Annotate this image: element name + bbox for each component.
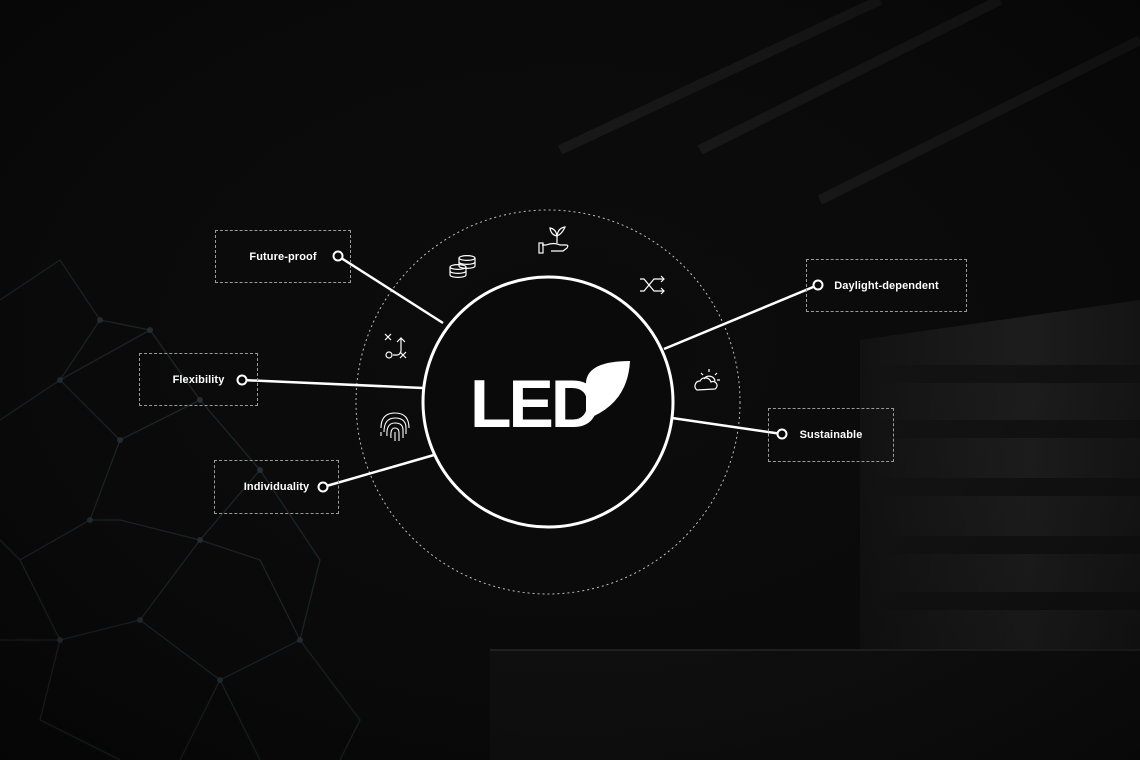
connector-sustainable xyxy=(671,416,783,436)
inner-ring xyxy=(421,275,675,529)
endpoint-dot-daylight-dependent xyxy=(812,279,824,291)
feature-box-individuality: Individuality xyxy=(214,460,339,514)
connector-future-proof xyxy=(337,254,444,325)
feature-label-flexibility: Flexibility xyxy=(172,373,225,386)
endpoint-dot-sustainable xyxy=(776,428,788,440)
logo-leaf-icon xyxy=(586,361,630,416)
feature-label-future-proof: Future-proof xyxy=(249,250,317,263)
feature-box-flexibility: Flexibility xyxy=(139,353,258,406)
logo-wordmark: LED xyxy=(470,366,600,442)
connector-flexibility xyxy=(241,378,424,390)
fingerprint-icon xyxy=(380,412,410,441)
endpoint-dot-individuality xyxy=(317,481,329,493)
connector-individuality xyxy=(322,453,435,489)
feature-box-future-proof: Future-proof xyxy=(215,230,351,283)
feature-box-sustainable: Sustainable xyxy=(768,408,894,462)
coins-icon xyxy=(449,255,476,278)
plant-in-hand-icon xyxy=(538,226,569,254)
logo-superscript: IQ xyxy=(597,370,610,384)
endpoint-dot-flexibility xyxy=(236,374,248,386)
endpoint-dot-future-proof xyxy=(332,250,344,262)
feature-label-individuality: Individuality xyxy=(243,481,310,493)
outer-dashed-ring xyxy=(355,209,741,595)
strategy-icon xyxy=(384,333,407,359)
feature-label-daylight-dependent: Daylight-dependent xyxy=(834,279,939,292)
sun-cloud-icon xyxy=(694,369,720,391)
feature-box-daylight-dependent: Daylight-dependent xyxy=(806,259,967,312)
shuffle-icon xyxy=(640,275,665,295)
feature-label-sustainable: Sustainable xyxy=(799,429,863,441)
connector-daylight-dependent xyxy=(663,283,819,351)
